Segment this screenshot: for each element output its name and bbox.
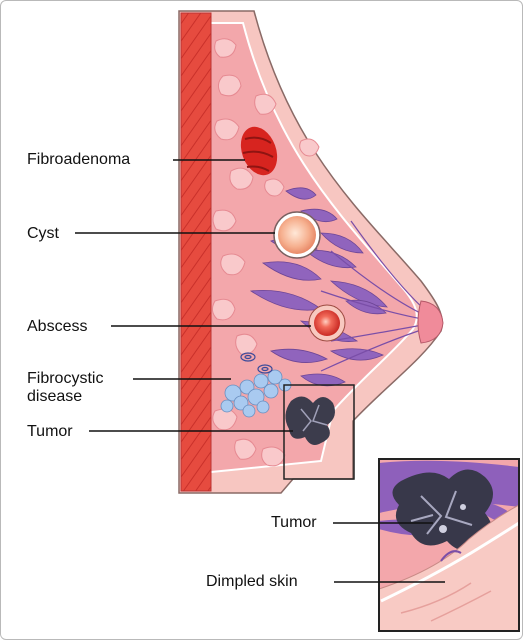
- fibroadenoma-lesion: [240, 126, 278, 176]
- tumor-highlight-box: [283, 384, 355, 480]
- chest-muscle: [180, 12, 212, 492]
- cyst-lesion: [273, 211, 321, 259]
- fat-lobules: [211, 38, 320, 467]
- label-inset-tumor: Tumor: [271, 514, 317, 531]
- fibrocystic-spirals: [240, 352, 273, 374]
- tumor-lesion: [285, 396, 335, 445]
- abscess-lesion: [308, 304, 346, 342]
- milk-ducts: [249, 187, 388, 387]
- tumor-inset: [379, 459, 519, 631]
- label-fibroadenoma: Fibroadenoma: [27, 151, 131, 168]
- label-abscess: Abscess: [27, 318, 88, 335]
- nipple: [417, 300, 444, 344]
- label-fibrocystic-line1: Fibrocystic: [27, 370, 104, 387]
- label-tumor: Tumor: [27, 423, 73, 440]
- leader-lines: [75, 159, 445, 583]
- label-cyst: Cyst: [27, 225, 59, 242]
- label-dimpled-skin: Dimpled skin: [206, 573, 298, 590]
- inset-frame: [378, 458, 520, 632]
- label-fibrocystic-line2: disease: [27, 388, 83, 405]
